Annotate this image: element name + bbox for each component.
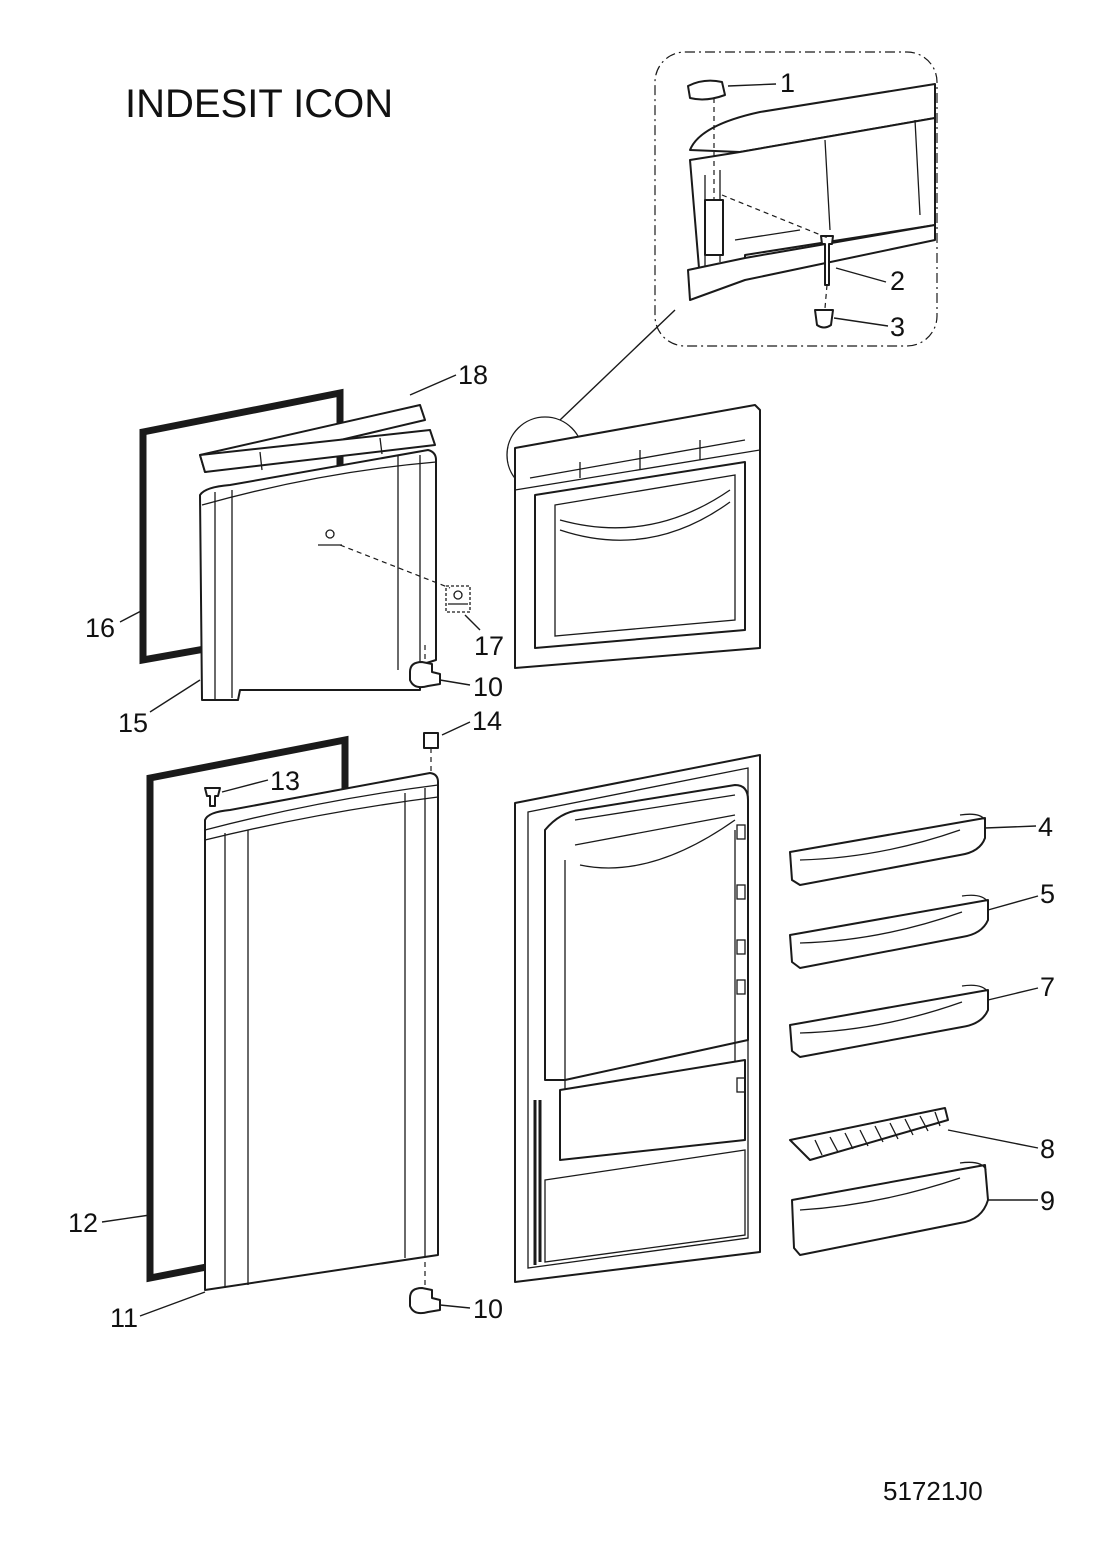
freezer-door-assembly: [119, 374, 481, 713]
part-10-lower-hinge-bush: [409, 1287, 441, 1315]
part-17-logo-badge: [445, 585, 471, 613]
detail-frame: [654, 51, 938, 347]
fridge-liner-lower-recess: [559, 1059, 746, 1161]
liner-bottom-edge: [687, 224, 936, 301]
detail-pointer-line: [559, 309, 676, 421]
callout-13: 13: [270, 766, 300, 796]
brand-title: INDESIT ICON: [125, 82, 393, 126]
part-4-door-shelf: [789, 817, 986, 886]
callout-8: 8: [1040, 1134, 1055, 1164]
callout-11: 11: [110, 1303, 138, 1333]
part-9-bottle-shelf: [791, 1164, 989, 1256]
hinge-bushing-housing: [704, 199, 724, 256]
fridge-liner-upper-recess: [544, 784, 749, 1081]
part-3-bushing: [814, 309, 834, 329]
door-shelves: [789, 813, 1039, 1256]
callout-18: 18: [458, 360, 488, 390]
hinge-detail-inset: [654, 51, 938, 347]
drawing-code: 51721J0: [883, 1476, 983, 1506]
callout-5: 5: [1040, 879, 1055, 909]
part-1-cap: [687, 79, 726, 101]
part-14-cap: [423, 732, 439, 749]
part-15-freezer-door-panel: [199, 449, 437, 701]
freezer-inner-liner: [514, 404, 761, 669]
callout-7: 7: [1040, 972, 1055, 1002]
callout-9: 9: [1040, 1186, 1055, 1216]
callout-10-lower: 10: [473, 1294, 503, 1324]
part-5-door-shelf: [789, 899, 989, 969]
fridge-door-assembly: [101, 721, 471, 1317]
part-2-screw: [820, 235, 834, 286]
liner-top-rail: [689, 83, 936, 153]
callout-17: 17: [474, 631, 504, 661]
callout-14: 14: [472, 706, 502, 736]
callout-16: 16: [85, 613, 115, 643]
callout-12: 12: [68, 1208, 98, 1238]
callout-4: 4: [1038, 812, 1053, 842]
callout-2: 2: [890, 266, 905, 296]
freezer-liner-inner-panel: [534, 461, 746, 649]
part-8-egg-tray: [789, 1107, 949, 1161]
part-7-door-shelf: [789, 989, 989, 1058]
part-11-fridge-door-panel: [204, 772, 439, 1291]
callout-15: 15: [118, 708, 148, 738]
part-10-upper-hinge-bush: [409, 661, 441, 689]
freezer-logo-emblem: [325, 529, 335, 539]
fridge-inner-liner: [514, 754, 761, 1283]
callout-1: 1: [780, 68, 795, 98]
callout-10-upper: 10: [473, 672, 503, 702]
callout-3: 3: [890, 312, 905, 342]
part-13-screw: [204, 787, 221, 807]
